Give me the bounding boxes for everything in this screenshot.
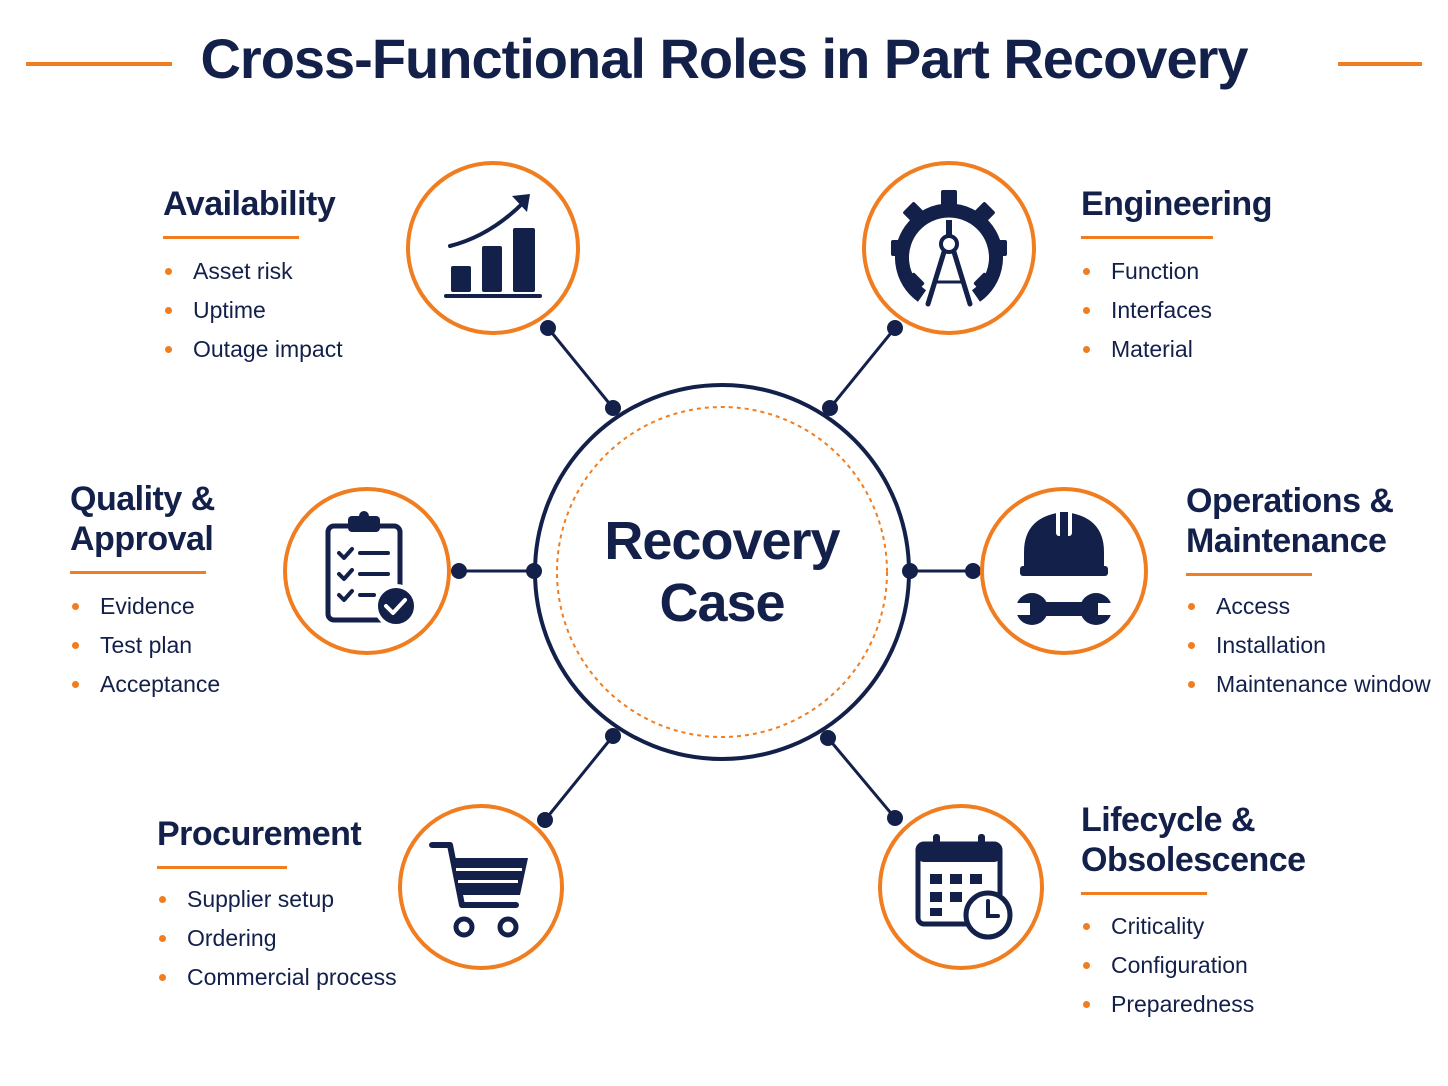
role-procurement: Procurement Supplier setup Ordering Comm… <box>157 814 397 997</box>
role-item-list: Function Interfaces Material <box>1081 252 1272 369</box>
list-item: Installation <box>1186 626 1431 665</box>
role-item-list: Evidence Test plan Acceptance <box>70 587 220 704</box>
list-item: Material <box>1081 330 1272 369</box>
list-item: Supplier setup <box>157 880 397 919</box>
lifecycle-obsolescence-circle <box>878 804 1044 970</box>
connector-dot <box>605 400 621 416</box>
list-item: Access <box>1186 587 1431 626</box>
connector-dot <box>902 563 918 579</box>
shopping-cart-icon <box>429 842 528 938</box>
center-label-line2: Case <box>659 573 785 633</box>
role-operations-maintenance: Operations & Maintenance Access Installa… <box>1186 481 1431 704</box>
role-underline <box>1081 892 1207 895</box>
center-hub-inner-ring <box>556 406 888 738</box>
role-underline <box>157 866 287 869</box>
center-label-line1: Recovery <box>604 511 840 571</box>
gear-compass-icon <box>891 190 1007 307</box>
connector-dot <box>540 320 556 336</box>
connector-dot <box>537 812 553 828</box>
role-item-list: Asset risk Uptime Outage impact <box>163 252 343 369</box>
role-underline <box>70 571 206 574</box>
role-item-list: Access Installation Maintenance window <box>1186 587 1431 704</box>
connector-procurement <box>543 735 615 821</box>
connector-dot <box>605 728 621 744</box>
title-rule-right <box>1338 62 1422 66</box>
role-underline <box>163 236 299 239</box>
role-title: Availability <box>163 185 336 223</box>
list-item: Maintenance window <box>1186 665 1431 704</box>
list-item: Interfaces <box>1081 291 1272 330</box>
role-quality-approval: Quality & Approval Evidence Test plan Ac… <box>70 479 220 704</box>
role-title-line2: Obsolescence <box>1081 841 1306 879</box>
connector-dot <box>887 320 903 336</box>
list-item: Uptime <box>163 291 343 330</box>
list-item: Outage impact <box>163 330 343 369</box>
connector-dot <box>887 810 903 826</box>
list-item: Configuration <box>1081 946 1306 985</box>
connector-dot <box>965 563 981 579</box>
connector-dot <box>820 730 836 746</box>
role-availability: Availability Asset risk Uptime Outage im… <box>163 184 343 369</box>
clipboard-checklist-icon <box>325 511 418 628</box>
list-item: Commercial process <box>157 958 397 997</box>
list-item: Acceptance <box>70 665 220 704</box>
calendar-clock-icon <box>915 834 1013 940</box>
list-item: Test plan <box>70 626 220 665</box>
list-item: Preparedness <box>1081 985 1306 1024</box>
list-item: Criticality <box>1081 907 1306 946</box>
connector-availability <box>546 327 615 409</box>
role-underline <box>1081 236 1213 239</box>
connector-lifecycle-obsolescence <box>826 737 897 819</box>
role-title-line2: Approval <box>70 520 214 558</box>
role-title: Engineering <box>1081 185 1272 223</box>
role-lifecycle-obsolescence: Lifecycle & Obsolescence Criticality Con… <box>1081 800 1306 1024</box>
role-title-line1: Lifecycle & <box>1081 801 1256 839</box>
list-item: Ordering <box>157 919 397 958</box>
title-rule-left <box>26 62 172 66</box>
page-title: Cross-Functional Roles in Part Recovery <box>200 27 1248 90</box>
connector-dot <box>822 400 838 416</box>
role-title-line2: Maintenance <box>1186 522 1387 560</box>
role-title-line1: Quality & <box>70 480 215 518</box>
role-item-list: Supplier setup Ordering Commercial proce… <box>157 880 397 997</box>
role-underline <box>1186 573 1312 576</box>
role-title-line1: Operations & <box>1186 482 1394 520</box>
connector-engineering <box>828 327 897 409</box>
list-item: Asset risk <box>163 252 343 291</box>
connector-dot <box>451 563 467 579</box>
role-item-list: Criticality Configuration Preparedness <box>1081 907 1306 1024</box>
hardhat-wrench-icon <box>1010 510 1118 625</box>
list-item: Function <box>1081 252 1272 291</box>
role-title: Procurement <box>157 815 362 853</box>
connector-dot <box>526 563 542 579</box>
list-item: Evidence <box>70 587 220 626</box>
engineering-circle <box>862 161 1036 335</box>
bar-chart-growth-icon <box>444 194 542 298</box>
center-label: Recovery Case <box>560 510 884 634</box>
role-engineering: Engineering Function Interfaces Material <box>1081 184 1272 369</box>
